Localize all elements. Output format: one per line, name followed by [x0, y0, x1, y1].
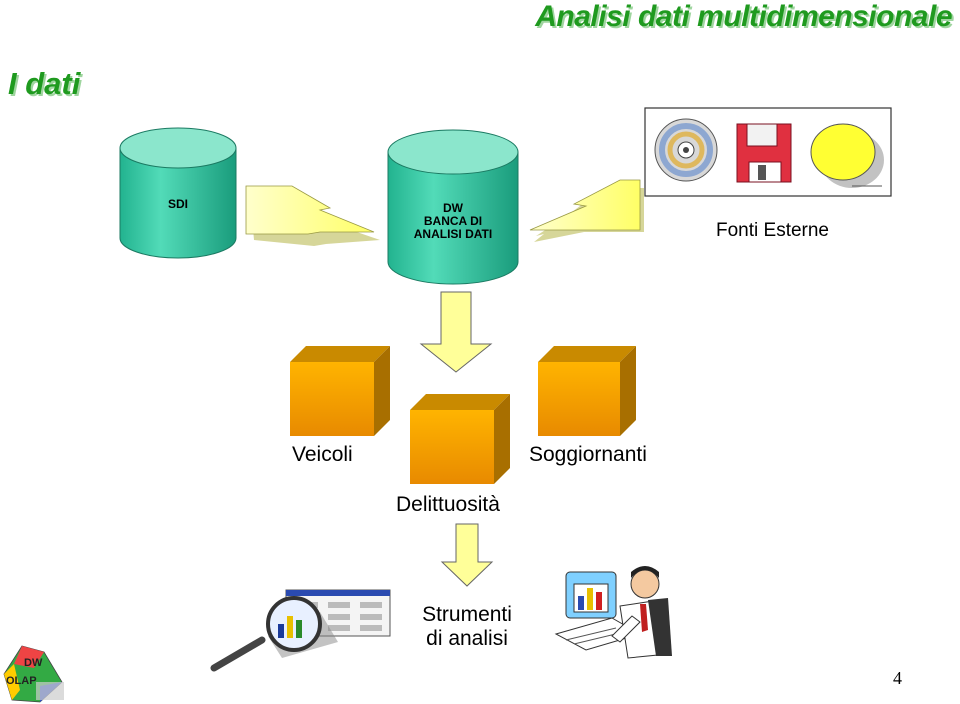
- arrow-dw-to-cubes: [419, 291, 493, 373]
- sdi-label: SDI: [167, 197, 188, 211]
- cube-delittuosita-label: Delittuosità: [396, 493, 500, 516]
- cube-soggiornanti-icon: [538, 346, 636, 436]
- cd-icon: [654, 118, 718, 182]
- tools-label-line-2: di analisi: [426, 627, 508, 650]
- dw-label-line-3: ANALISI DATI: [413, 227, 493, 241]
- cube-veicoli-icon: [290, 346, 390, 436]
- tools-label: Strumenti di analisi: [400, 603, 534, 651]
- cube-soggiornanti-label: Soggiornanti: [529, 443, 647, 466]
- cube-veicoli-label: Veicoli: [292, 443, 353, 466]
- dw-label: DW BANCA DI ANALISI DATI: [388, 202, 518, 241]
- page-title: Analisi dati multidimensionale: [535, 0, 952, 33]
- arrow-cubes-to-tools: [440, 523, 494, 587]
- bar-chart-icon: [573, 583, 609, 613]
- page-number: 4: [893, 668, 902, 688]
- dw-olap-logo-icon: DW OLAP: [3, 645, 64, 703]
- dw-database-icon: [387, 129, 519, 285]
- external-sources-box: [644, 107, 892, 197]
- floppy-disk-icon: [736, 123, 792, 183]
- cube-delittuosita-icon: [410, 394, 510, 484]
- dw-label-line-2: BANCA DI: [423, 214, 483, 228]
- arrow-external-to-dw: [529, 179, 644, 242]
- dw-label-line-1: DW: [443, 201, 463, 215]
- logo-bottom-text: OLAP: [6, 675, 37, 687]
- section-title: I dati: [8, 66, 81, 101]
- logo-top-text: DW: [24, 657, 43, 669]
- disk-icon: [810, 123, 884, 188]
- sdi-database-icon: [119, 127, 237, 259]
- person-at-computer-icon: [554, 566, 672, 659]
- magnifier-icon: [210, 596, 338, 672]
- arrow-sdi-to-dw: [245, 185, 380, 246]
- tools-label-line-1: Strumenti: [422, 603, 512, 626]
- external-sources-label: Fonti Esterne: [716, 220, 829, 241]
